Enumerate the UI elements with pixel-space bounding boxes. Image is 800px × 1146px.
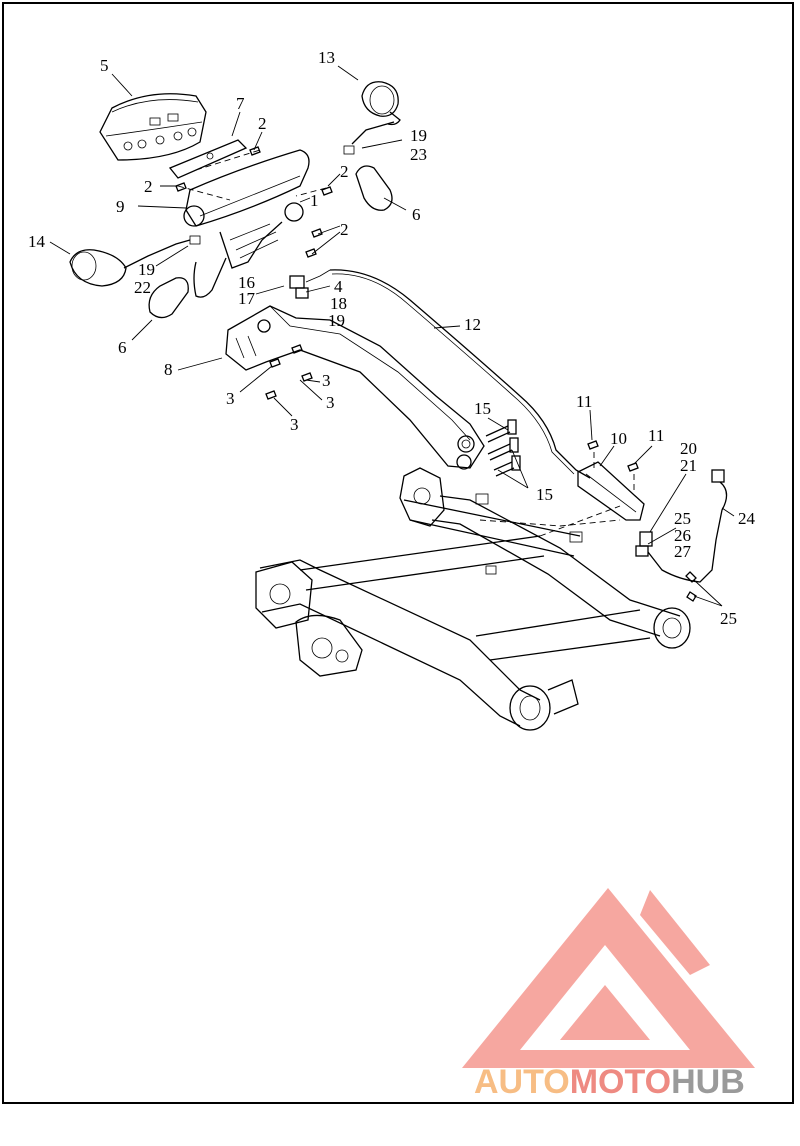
watermark-auto: AUTO [474, 1063, 570, 1101]
watermark-moto: MOTO [569, 1063, 672, 1101]
callout-3: 3 [226, 389, 235, 408]
callout-6: 6 [412, 205, 421, 224]
callout-4: 4 [334, 277, 343, 296]
turn-signal-left [69, 235, 201, 287]
callout-labels: 5 13 7 2 19 23 2 2 9 1 6 2 14 19 22 16 1… [28, 48, 756, 628]
callout-20: 20 [680, 439, 697, 458]
mounting-bolts [485, 419, 521, 477]
callout-26: 26 [674, 526, 691, 545]
callout-1: 1 [310, 191, 319, 210]
cluster-mount-bracket [183, 149, 310, 298]
callout-14: 14 [28, 232, 46, 251]
callout-17: 17 [238, 289, 256, 308]
callout-2: 2 [144, 177, 153, 196]
watermark-hub: HUB [671, 1063, 745, 1101]
callout-9: 9 [116, 197, 125, 216]
callout-25: 25 [720, 609, 737, 628]
callout-19: 19 [328, 311, 345, 330]
callout-24: 24 [738, 509, 756, 528]
callout-8: 8 [164, 360, 173, 379]
callout-27: 27 [674, 542, 692, 561]
callout-5: 5 [100, 56, 109, 75]
callout-10: 10 [610, 429, 627, 448]
callout-22: 22 [134, 278, 151, 297]
callout-2: 2 [258, 114, 267, 133]
callout-25: 25 [674, 509, 691, 528]
watermark-wordmark: AUTOMOTOHUB [474, 1062, 745, 1102]
spacer-bracket [168, 139, 248, 179]
callout-13: 13 [318, 48, 335, 67]
watermark-logo-mark [462, 888, 755, 1068]
callout-15: 15 [536, 485, 553, 504]
callout-11: 11 [648, 426, 664, 445]
callout-11: 11 [576, 392, 592, 411]
harness-bracket-rail [577, 440, 645, 521]
callout-2: 2 [340, 220, 349, 239]
callout-16: 16 [238, 273, 255, 292]
callout-3: 3 [326, 393, 335, 412]
callout-6: 6 [118, 338, 127, 357]
screws [175, 146, 333, 258]
turn-signal-right [343, 81, 401, 155]
callout-2: 2 [340, 162, 349, 181]
callout-18: 18 [330, 294, 347, 313]
callout-3: 3 [322, 371, 331, 390]
wiring-connector [289, 269, 331, 299]
callout-12: 12 [464, 315, 481, 334]
instrument-cluster [99, 93, 207, 161]
speed-sensor-harness [635, 469, 728, 602]
callout-15: 15 [474, 399, 491, 418]
leader-lines [49, 65, 735, 607]
callout-19: 19 [138, 260, 155, 279]
fork-bracket [225, 305, 485, 470]
wire-harness [329, 269, 591, 479]
callout-23: 23 [410, 145, 427, 164]
bracket-screws [265, 344, 313, 400]
callout-3: 3 [290, 415, 299, 434]
callout-21: 21 [680, 456, 697, 475]
callout-7: 7 [236, 94, 245, 113]
callout-19: 19 [410, 126, 427, 145]
swingarm-frame [255, 467, 691, 731]
